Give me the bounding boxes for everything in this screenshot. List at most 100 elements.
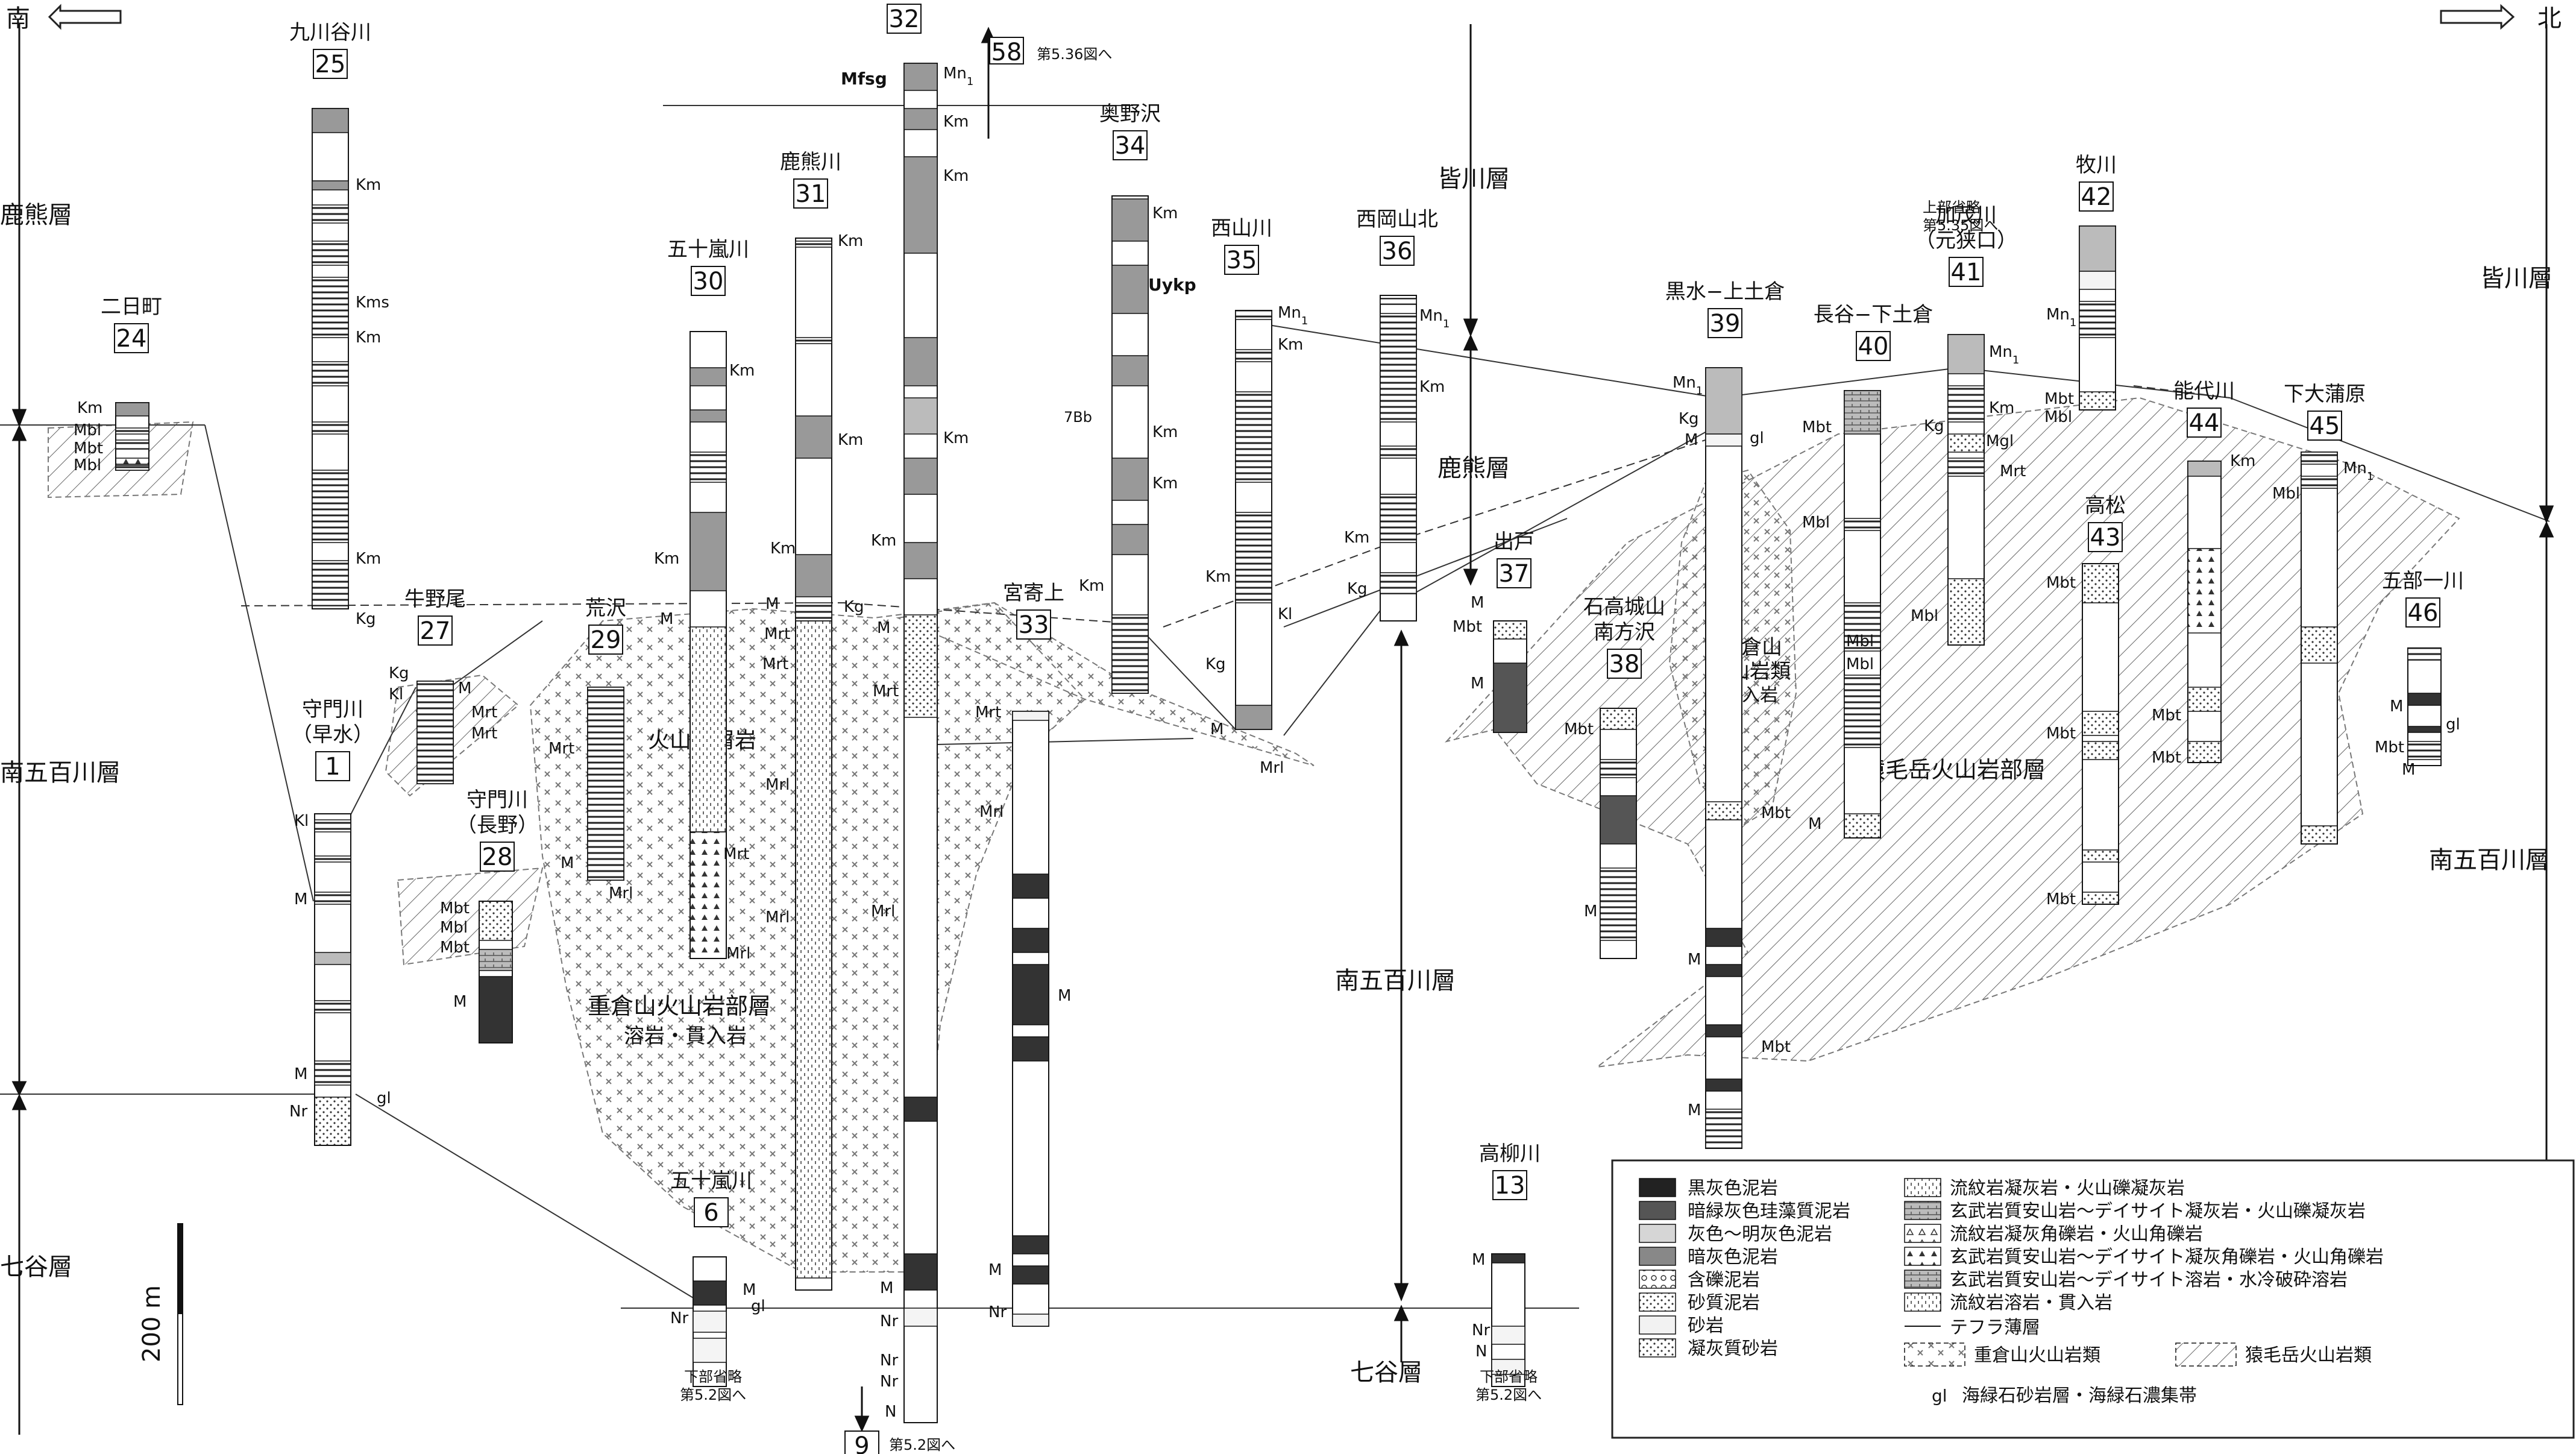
column-bed (2187, 548, 2222, 634)
column-bed (479, 949, 513, 971)
bed-code: Km (943, 113, 969, 131)
shigekurayama-area-right (896, 602, 1315, 766)
column-bed (312, 241, 349, 266)
column-bed (115, 465, 149, 471)
bed-code: Nr (880, 1352, 898, 1370)
bed-code: M (561, 854, 574, 872)
bed-code: M (988, 1261, 1002, 1279)
bed-code: Mbt (1802, 418, 1832, 436)
column-number-box (844, 1430, 879, 1454)
bed-code: Km (1079, 577, 1104, 595)
column-bed (690, 626, 727, 832)
bed-code: Km (871, 532, 896, 550)
bed-code: Mbl (1911, 607, 1938, 625)
bed-code: Mrl (765, 908, 790, 927)
column-bed (795, 602, 832, 622)
column-bed (2301, 452, 2338, 465)
bed-code: Km (1152, 474, 1178, 493)
column-bed (1235, 349, 1272, 362)
bed-code: Km (356, 550, 381, 568)
legend-label: 凝灰質砂岩 (1688, 1338, 1778, 1359)
column-name: 能代川 (2173, 379, 2235, 403)
bed-code: Mrt (471, 725, 497, 743)
tephra-Mfsg: Mfsg (841, 69, 887, 89)
tephra-7Bb: 7Bb (1064, 409, 1092, 426)
column-bed (314, 892, 351, 905)
column-bed (314, 952, 351, 965)
column-number: 32 (889, 5, 920, 33)
column-name: 奥野沢 (1099, 102, 1161, 126)
legend: 黒灰色泥岩暗緑灰色珪藻質泥岩灰色〜明灰色泥岩暗灰色泥岩含礫泥岩砂質泥岩砂岩凝灰質… (1611, 1159, 2575, 1439)
col28-area (397, 867, 544, 966)
column-bed (1705, 1078, 1742, 1092)
column-name: 守門川 (467, 788, 528, 812)
column-number-box (418, 615, 453, 646)
bed-code: gl (377, 1089, 391, 1107)
legend-swatch (1639, 1292, 1676, 1312)
column-bed (1012, 964, 1049, 1025)
column-bed (690, 512, 727, 591)
column-number: 44 (2189, 409, 2220, 437)
bed-code: Km (1419, 378, 1445, 396)
column-bed (1844, 813, 1881, 839)
bed-code: M (294, 890, 307, 908)
bed-code: Km (1152, 204, 1178, 222)
column-name: 高松 (2085, 494, 2126, 518)
legend-label: 砂質泥岩 (1688, 1292, 1760, 1314)
column-number-box (1380, 236, 1415, 266)
legend-label: 玄武岩質安山岩〜デイサイト凝灰岩・火山礫凝灰岩 (1950, 1201, 2366, 1222)
legend-box (1611, 1159, 2575, 1439)
bed-code: Km (838, 431, 863, 449)
column-name: （元狭口） (1915, 228, 2017, 253)
note-col13-bottom2: 第5.2図へ (1475, 1386, 1542, 1403)
north-label: 北 (2537, 5, 2562, 33)
column-number: 6 (703, 1199, 718, 1227)
formation-label-minakawa-right: 皆川層 (2480, 265, 2552, 292)
bed-code: M (743, 1281, 756, 1299)
unit-shigekurayama-sub: 溶岩・貫入岩 (624, 1024, 747, 1048)
bed-code: M (294, 1065, 307, 1083)
column-name: 荒沢 (585, 596, 626, 620)
column-bed (903, 397, 938, 435)
legend-shige-label: 重倉山火山岩類 (1974, 1345, 2100, 1366)
column-bed (479, 901, 513, 941)
south-direction: 南 (6, 4, 122, 33)
bed-code: Mbl (1846, 655, 1874, 673)
column-bed (1705, 367, 1742, 435)
legend-label: 流紋岩凝灰岩・火山礫凝灰岩 (1950, 1178, 2185, 1199)
column-number: 40 (1858, 333, 1889, 360)
column-number: 43 (2090, 524, 2121, 552)
bed-code: Mrt (2000, 462, 2026, 480)
legend-swatch-shige (1904, 1342, 1965, 1367)
bed-code: Kms (356, 294, 389, 312)
bed-code: Km (943, 167, 969, 185)
column-bed (1380, 572, 1417, 594)
column-number: 27 (420, 617, 451, 645)
legend-label: 砂岩 (1688, 1315, 1724, 1336)
column-number-box (793, 178, 828, 209)
column-name: 高柳川 (1479, 1142, 1541, 1166)
column-32: 中浦川32Mn1KmKmKmKmMMrtMrlMNrNrNrN (871, 4, 973, 1423)
bed-code: Kg (1205, 655, 1226, 673)
legend-swatch (1639, 1315, 1676, 1335)
column-number: 34 (1115, 132, 1146, 160)
column-bed (1111, 265, 1149, 314)
column-name: 鹿熊川 (780, 150, 841, 174)
bed-code: Km (2230, 452, 2255, 470)
bed-code: M (1685, 431, 1698, 449)
bed-code: Mn1 (1278, 304, 1308, 327)
column-name: 宮寄上 (1003, 581, 1064, 605)
column-bed (795, 241, 832, 248)
bed-code: gl (1750, 429, 1764, 447)
column-name: 西山川 (1211, 216, 1272, 241)
bed-code: M (1471, 594, 1484, 612)
column-bed (312, 421, 349, 435)
column-number-box (989, 37, 1024, 65)
column-number-box (691, 266, 726, 296)
bed-code: M (1808, 815, 1821, 833)
bed-code: Kg (389, 664, 409, 682)
